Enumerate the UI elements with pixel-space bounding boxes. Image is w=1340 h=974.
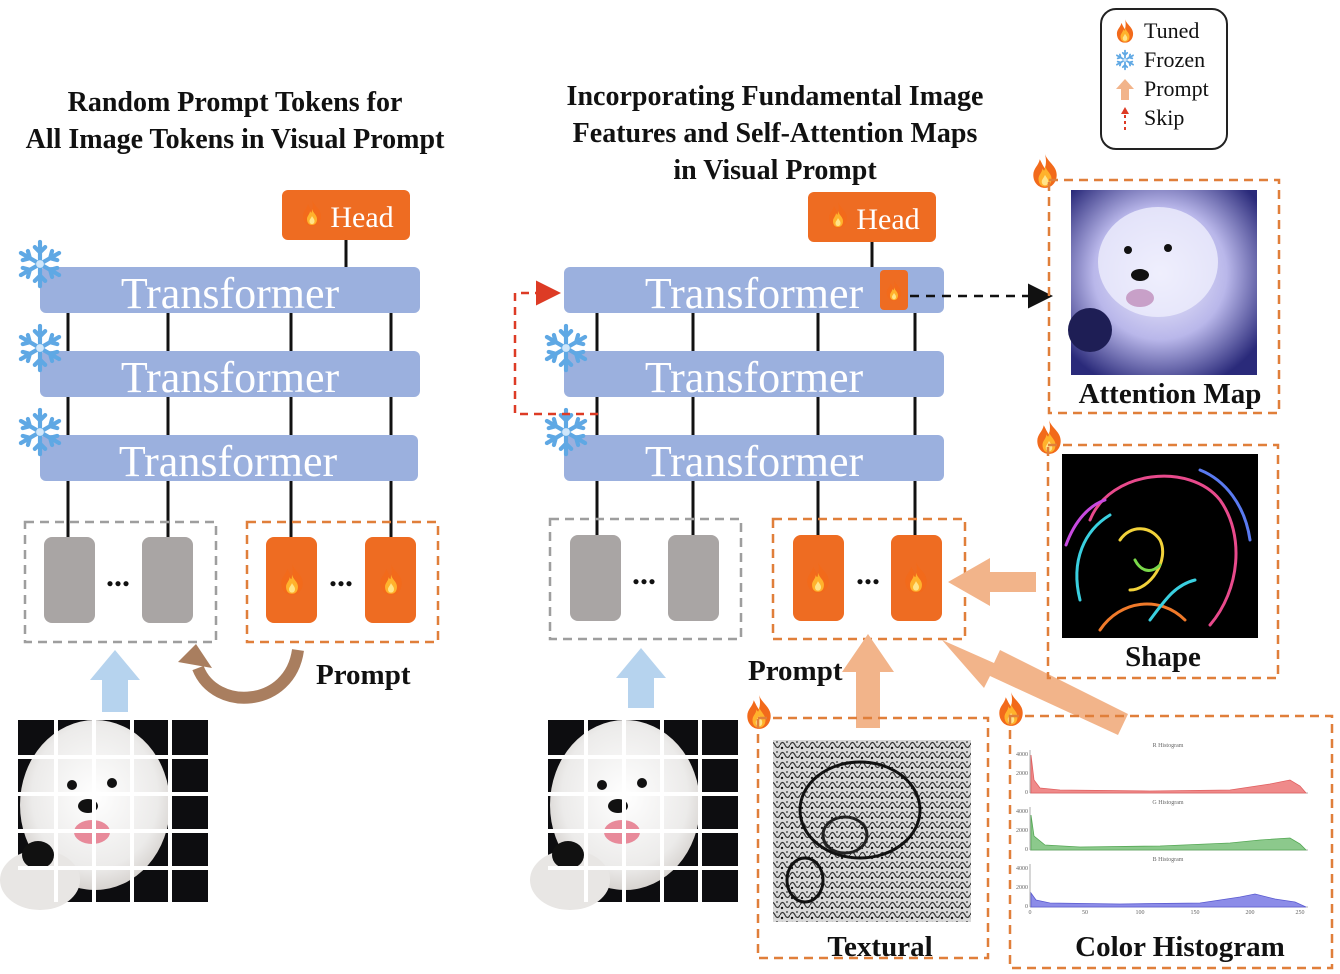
- left-token-lines: [66, 312, 393, 540]
- left-head-label: Head: [330, 201, 393, 234]
- histogram-xtick-3: 150: [1191, 910, 1200, 916]
- histogram-xtick-5: 250: [1296, 910, 1305, 916]
- snowflake-icon: [1112, 49, 1138, 71]
- textural-label: Textural: [827, 931, 932, 963]
- histogram-r-ytick-low: 0: [1025, 790, 1028, 796]
- right-transformer-3: Transformer: [547, 410, 944, 486]
- left-transformer-1-label: Transformer: [121, 269, 340, 318]
- right-transformer-1-label: Transformer: [645, 269, 864, 318]
- left-loop-arrow: [178, 644, 304, 704]
- histogram-to-prompt-arrow: [942, 640, 1128, 735]
- left-transformer-2: Transformer: [21, 326, 420, 402]
- right-head-block: Head: [808, 192, 936, 242]
- right-transformer-1: Transformer: [564, 267, 944, 318]
- histogram-r-ytick-top: 4000: [1016, 752, 1028, 758]
- right-dog-image: [530, 720, 738, 910]
- left-image-tokens: ...: [23, 520, 218, 644]
- histogram-xtick-2: 100: [1136, 910, 1145, 916]
- histogram-b-ytick-low: 0: [1025, 904, 1028, 910]
- legend-item-frozen: Frozen: [1112, 45, 1226, 74]
- right-transformer-2: Transformer: [547, 326, 944, 402]
- legend-label-frozen: Frozen: [1144, 46, 1206, 72]
- fire-icon: [1033, 154, 1057, 188]
- histogram-r: R Histogram 4000 2000 0: [1016, 743, 1308, 796]
- histogram-g: G Histogram 4000 2000 0: [1016, 800, 1308, 853]
- left-panel-title: Random Prompt Tokens for All Image Token…: [25, 87, 445, 155]
- histogram-x-ticks: 0 50 100 150 200 250: [1029, 910, 1305, 916]
- histogram-b: B Histogram 4000 2000 0: [1016, 857, 1308, 910]
- skip-connection-arrow: [513, 280, 598, 416]
- histogram-b-title: B Histogram: [1153, 857, 1184, 863]
- right-prompt-ellipsis: ...: [856, 555, 880, 591]
- attention-map-box: Attention Map: [1033, 154, 1281, 415]
- right-transformer-3-label: Transformer: [645, 437, 864, 486]
- shape-label: Shape: [1125, 641, 1201, 673]
- fire-icon: [1112, 18, 1138, 43]
- histogram-r-title: R Histogram: [1153, 743, 1184, 749]
- legend-label-prompt: Prompt: [1144, 75, 1209, 101]
- left-image-ellipsis: ...: [106, 557, 130, 593]
- textural-box: Textural: [747, 695, 990, 963]
- histogram-g-ytick-low: 0: [1025, 847, 1028, 853]
- dashed-arrow-icon: [1112, 106, 1138, 130]
- left-dog-image: [0, 720, 208, 910]
- legend-item-tuned: Tuned: [1112, 16, 1226, 45]
- right-panel-title: Incorporating Fundamental Image Features…: [566, 81, 984, 186]
- histogram-g-title: G Histogram: [1152, 800, 1183, 806]
- right-input-arrow: [616, 648, 666, 708]
- right-head-label: Head: [856, 203, 919, 236]
- right-prompt-tokens: ...: [771, 517, 967, 641]
- left-input-arrow: [90, 650, 140, 712]
- textural-to-prompt-arrow: [842, 634, 894, 728]
- histogram-g-ytick-top: 4000: [1016, 809, 1028, 815]
- right-prompt-label: Prompt: [748, 655, 843, 687]
- left-head-block: Head: [282, 190, 410, 240]
- legend: Tuned Frozen Prompt Skip: [1100, 8, 1228, 150]
- color-histogram-label: Color Histogram: [1075, 931, 1285, 963]
- right-image-tokens: ...: [548, 517, 743, 641]
- right-image-ellipsis: ...: [632, 555, 656, 591]
- legend-item-prompt: Prompt: [1112, 74, 1226, 103]
- left-transformer-3-label: Transformer: [119, 437, 338, 486]
- shape-to-prompt-arrow: [948, 558, 1036, 606]
- attention-map-label: Attention Map: [1079, 378, 1262, 410]
- left-prompt-ellipsis: ...: [329, 557, 353, 593]
- left-transformer-3: Transformer: [21, 410, 418, 486]
- left-transformer-2-label: Transformer: [121, 353, 340, 402]
- right-token-lines: [595, 312, 917, 540]
- histogram-b-ytick-mid: 2000: [1016, 885, 1028, 891]
- up-arrow-icon: [1112, 78, 1138, 100]
- histogram-xtick-4: 200: [1246, 910, 1255, 916]
- legend-label-tuned: Tuned: [1144, 17, 1200, 43]
- histogram-xtick-1: 50: [1082, 910, 1088, 916]
- legend-item-skip: Skip: [1112, 103, 1226, 132]
- right-panel: Head Transformer Transformer Transformer: [513, 154, 1334, 970]
- left-transformer-1: Transformer: [21, 242, 420, 318]
- left-prompt-tokens: ...: [245, 520, 440, 644]
- histogram-r-ytick-mid: 2000: [1016, 771, 1028, 777]
- legend-label-skip: Skip: [1144, 104, 1185, 130]
- left-prompt-label: Prompt: [316, 659, 411, 691]
- shape-box: Shape: [1037, 420, 1280, 680]
- color-histogram-box: R Histogram 4000 2000 0 G Histogram 4000…: [999, 692, 1334, 970]
- histogram-g-ytick-mid: 2000: [1016, 828, 1028, 834]
- right-transformer-2-label: Transformer: [645, 353, 864, 402]
- histogram-b-ytick-top: 4000: [1016, 866, 1028, 872]
- left-panel: Head Transformer Transformer Transformer…: [0, 190, 440, 910]
- histogram-xtick-0: 0: [1029, 910, 1032, 916]
